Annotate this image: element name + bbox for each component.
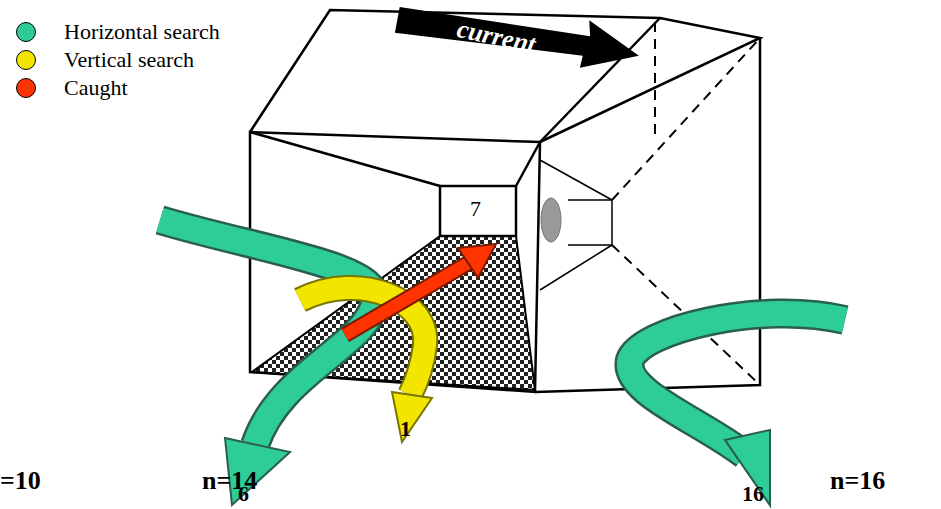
current-label: current: [455, 16, 538, 58]
sample-size: n=14: [202, 468, 257, 494]
legend-text: Vertical search: [64, 49, 194, 71]
current-arrow: [393, 7, 641, 72]
horizontal-search-arrow: [629, 314, 845, 505]
horizontal-search-arrow: [160, 220, 375, 505]
sample-size: n=16: [830, 468, 885, 494]
legend-swatch: [16, 78, 36, 98]
legend-swatch: [16, 50, 36, 70]
legend-text: Horizontal search: [64, 21, 220, 43]
legend-swatch: [16, 22, 36, 42]
legend-text: Caught: [64, 77, 128, 99]
second-funnel: [540, 160, 612, 290]
entrance-opening: [541, 198, 561, 242]
callout-number: 1: [400, 418, 411, 440]
caught-arrow: [345, 244, 496, 335]
callout-number: 16: [742, 483, 764, 505]
callout-number: 7: [470, 198, 481, 220]
sample-size: =10: [0, 468, 41, 494]
vertical-search-arrow: [300, 288, 432, 442]
